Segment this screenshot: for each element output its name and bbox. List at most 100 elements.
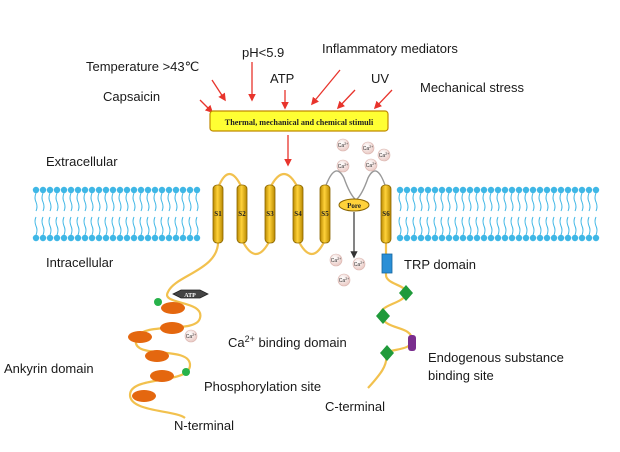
pore-label: Pore [347,202,361,210]
lipid-tail [461,216,465,236]
lipid-tail [566,192,570,212]
lipid-tail [412,192,416,212]
lipid-head [102,186,110,194]
lipid-head [494,186,502,194]
ca-ion: Ca2+ [352,257,366,271]
stimuli-box: Thermal, mechanical and chemical stimuli [209,110,389,132]
lipid-head [95,186,103,194]
lipid-head [179,234,187,242]
lipid-tail [524,192,528,212]
lipid-tail [139,192,143,212]
lipid-tail [104,216,108,236]
lipid-head [53,234,61,242]
lipid-tail [90,192,94,212]
binding-diamond [380,345,394,361]
lipid-tail [132,216,136,236]
lipid-head [515,234,523,242]
ankyrin-repeat [145,350,169,362]
lipid-head [557,234,565,242]
lipid-tail [62,192,66,212]
lipid-head [410,186,418,194]
lipid-head [193,234,201,242]
lipid-tail [34,216,38,236]
lipid-head [578,186,586,194]
lipid-tail [426,192,430,212]
ca-ion-label: Ca2+ [363,145,373,152]
lipid-tail [167,192,171,212]
label-endogenous-1: Endogenous substance [428,350,564,365]
ca-ion-label: Ca2+ [339,277,349,284]
ankyrin-repeat [132,390,156,402]
lipid-tail [167,216,171,236]
lipid-head [88,186,96,194]
lipid-tail [482,216,486,236]
stimuli-arrows [199,62,393,167]
lipid-head [179,186,187,194]
lipid-tail [160,192,164,212]
lipid-head [74,234,82,242]
lipid-head [564,186,572,194]
lipid-head [592,186,600,194]
lipid-head [32,234,40,242]
lipid-head [130,186,138,194]
lipid-tail [188,216,192,236]
ca-ion: Ca2+ [337,273,351,287]
lipid-tail [69,192,73,212]
lipid-head [172,234,180,242]
lipid-head [480,234,488,242]
lipid-head [109,234,117,242]
lipid-head [550,234,558,242]
helix-s1: S1 [212,184,224,244]
ca-ion-ankyrin: Ca2+ [184,329,198,343]
label-capsaicin: Capsaicin [103,89,160,104]
lipid-tail [55,216,59,236]
lipid-head [74,186,82,194]
lipid-tail [517,216,521,236]
lipid-head [452,234,460,242]
lipid-head [473,186,481,194]
lipid-tail [76,216,80,236]
lipid-head [536,234,544,242]
ca-ion-label: Ca2+ [379,152,389,159]
lipid-bilayer [32,186,600,242]
lipid-tail [496,192,500,212]
lipid-tail [104,192,108,212]
helix-s2: S2 [236,184,248,244]
lipid-tail [524,216,528,236]
lipid-tail [566,216,570,236]
lipid-tail [195,216,199,236]
lipid-tail [517,192,521,212]
labels: Temperature >43℃ pH<5.9 Inflammatory med… [4,41,564,433]
lipid-tail [398,216,402,236]
ca-ion: Ca2+ [336,159,350,173]
lipid-tail [433,216,437,236]
lipid-tail [55,192,59,212]
atp-binding-tag: ATP [172,289,209,299]
ca-binding-diamonds [376,285,413,361]
lipid-tail [538,216,542,236]
label-temperature: Temperature >43℃ [86,59,199,74]
lipid-head [431,234,439,242]
lipid-head [487,234,495,242]
lipid-head [543,186,551,194]
binding-diamond [376,308,390,324]
lipid-tail [48,192,52,212]
lipid-tail [118,192,122,212]
lipid-tail [62,216,66,236]
lipid-tail [41,216,45,236]
lipid-head [522,186,530,194]
lipid-head [452,186,460,194]
pore: Pore [338,198,370,212]
label-n-terminal: N-terminal [174,418,234,433]
lipid-head [144,234,152,242]
lipid-head [46,186,54,194]
lipid-head [592,234,600,242]
lipid-head [116,186,124,194]
lipid-head [487,186,495,194]
lipid-tail [90,216,94,236]
lipid-head [417,186,425,194]
lipid-head [473,234,481,242]
lipid-head [39,186,47,194]
